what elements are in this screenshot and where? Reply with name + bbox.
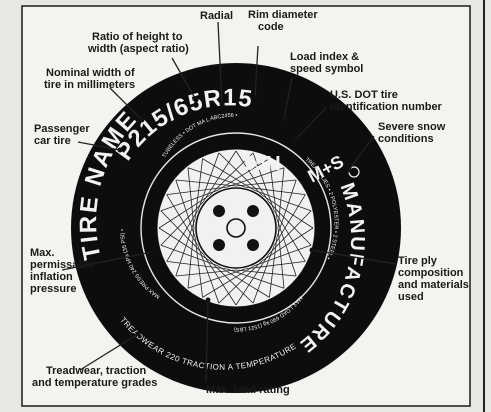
leader-dot xyxy=(140,118,145,123)
leader-dot xyxy=(206,298,211,303)
callout-nominal-width: Nominal width of tire in millimeters xyxy=(44,67,138,91)
leader-dot xyxy=(194,98,199,103)
callout-radial: Radial xyxy=(200,10,233,22)
callout-treadwear-grades: Treadwear, traction and temperature grad… xyxy=(32,365,157,389)
lug-nut xyxy=(213,239,225,251)
load-speed-code: 95H xyxy=(244,153,281,175)
lug-nut xyxy=(213,205,225,217)
leader-dot xyxy=(253,96,258,101)
callout-max-load: Max. load rating xyxy=(206,384,290,396)
leader-dot xyxy=(282,116,287,121)
leader-dot xyxy=(150,250,155,255)
hub-center xyxy=(227,219,245,237)
callout-aspect-ratio: Ratio of height to width (aspect ratio) xyxy=(87,31,189,55)
leader-dot xyxy=(310,248,315,253)
leader-dot xyxy=(220,102,225,107)
leader-dot xyxy=(293,138,298,143)
leader-dot xyxy=(118,148,123,153)
lug-nut xyxy=(247,239,259,251)
leader-dot xyxy=(136,332,141,337)
leader-dot xyxy=(347,168,352,173)
lug-nut xyxy=(247,205,259,217)
callout-load-index: Load index & speed symbol xyxy=(290,51,363,75)
